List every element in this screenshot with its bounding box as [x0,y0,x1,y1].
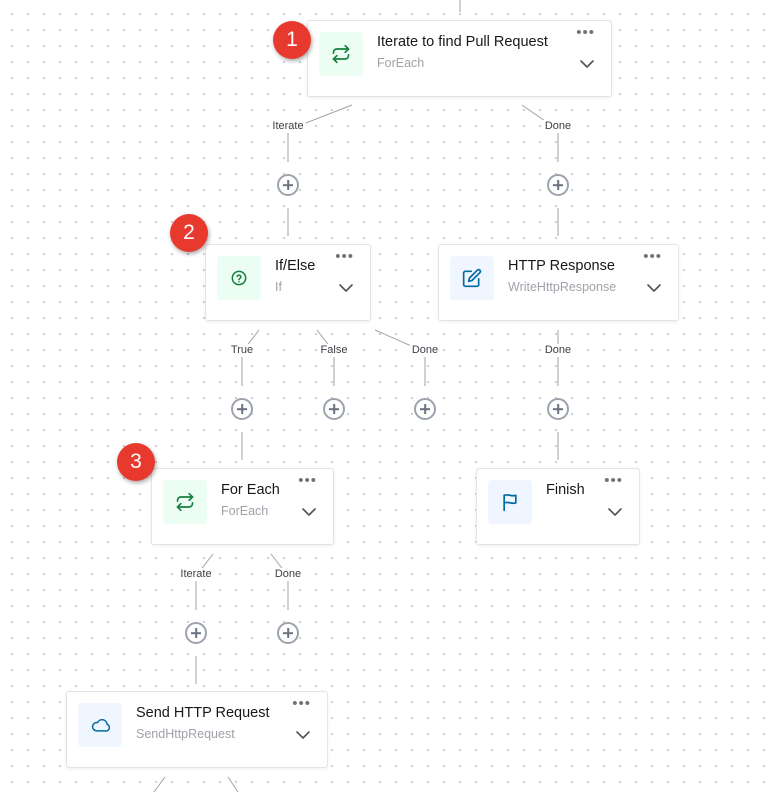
node-http-response[interactable]: HTTP Response WriteHttpResponse ••• [438,244,679,321]
node-subtitle: SendHttpRequest [136,727,235,741]
cloud-icon [78,703,122,747]
node-title: HTTP Response [508,258,615,274]
help-circle-icon [217,256,261,300]
add-step-button[interactable] [185,622,207,644]
edge-label-done: Done [542,344,574,357]
node-for-each[interactable]: For Each ForEach ••• [151,468,334,545]
edge-label-iterate: Iterate [178,568,214,581]
chevron-down-icon[interactable] [301,507,317,517]
node-title: For Each [221,482,280,498]
chevron-down-icon[interactable] [646,283,662,293]
node-menu-button[interactable]: ••• [604,472,623,489]
node-menu-button[interactable]: ••• [643,248,662,265]
node-title: Finish [546,482,585,498]
node-if-else[interactable]: If/Else If ••• [205,244,371,321]
chevron-down-icon[interactable] [295,730,311,740]
add-step-button[interactable] [547,174,569,196]
edge-label-done: Done [272,568,304,581]
step-badge-1: 1 [273,21,311,59]
chevron-down-icon[interactable] [579,59,595,69]
step-badge-2: 2 [170,214,208,252]
flag-icon [488,480,532,524]
add-step-button[interactable] [277,622,299,644]
edge-label-done: Done [409,344,441,357]
node-title: If/Else [275,258,316,274]
edge-label-true: True [228,344,256,357]
node-menu-button[interactable]: ••• [292,695,311,712]
edge-label-done: Done [542,120,574,133]
node-subtitle: WriteHttpResponse [508,280,617,294]
edge-label-iterate: Iterate [270,120,306,133]
add-step-button[interactable] [231,398,253,420]
node-menu-button[interactable]: ••• [335,248,354,265]
node-send-http-request[interactable]: Send HTTP Request SendHttpRequest ••• [66,691,328,768]
edge-label-false: False [318,344,350,357]
add-step-button[interactable] [414,398,436,420]
repeat-icon [319,32,363,76]
add-step-button[interactable] [547,398,569,420]
chevron-down-icon[interactable] [607,507,623,517]
node-title: Iterate to find Pull Request [377,34,548,50]
edit-icon [450,256,494,300]
repeat-icon [163,480,207,524]
chevron-down-icon[interactable] [338,283,354,293]
node-menu-button[interactable]: ••• [576,24,595,41]
node-subtitle: If [275,280,282,294]
node-iterate-to-find-pull-request[interactable]: Iterate to find Pull Request ForEach ••• [307,20,612,97]
add-step-button[interactable] [277,174,299,196]
add-step-button[interactable] [323,398,345,420]
node-subtitle: ForEach [221,504,269,518]
node-subtitle: ForEach [377,56,425,70]
node-title: Send HTTP Request [136,705,270,721]
node-menu-button[interactable]: ••• [298,472,317,489]
step-badge-3: 3 [117,443,155,481]
node-finish[interactable]: Finish ••• [476,468,640,545]
